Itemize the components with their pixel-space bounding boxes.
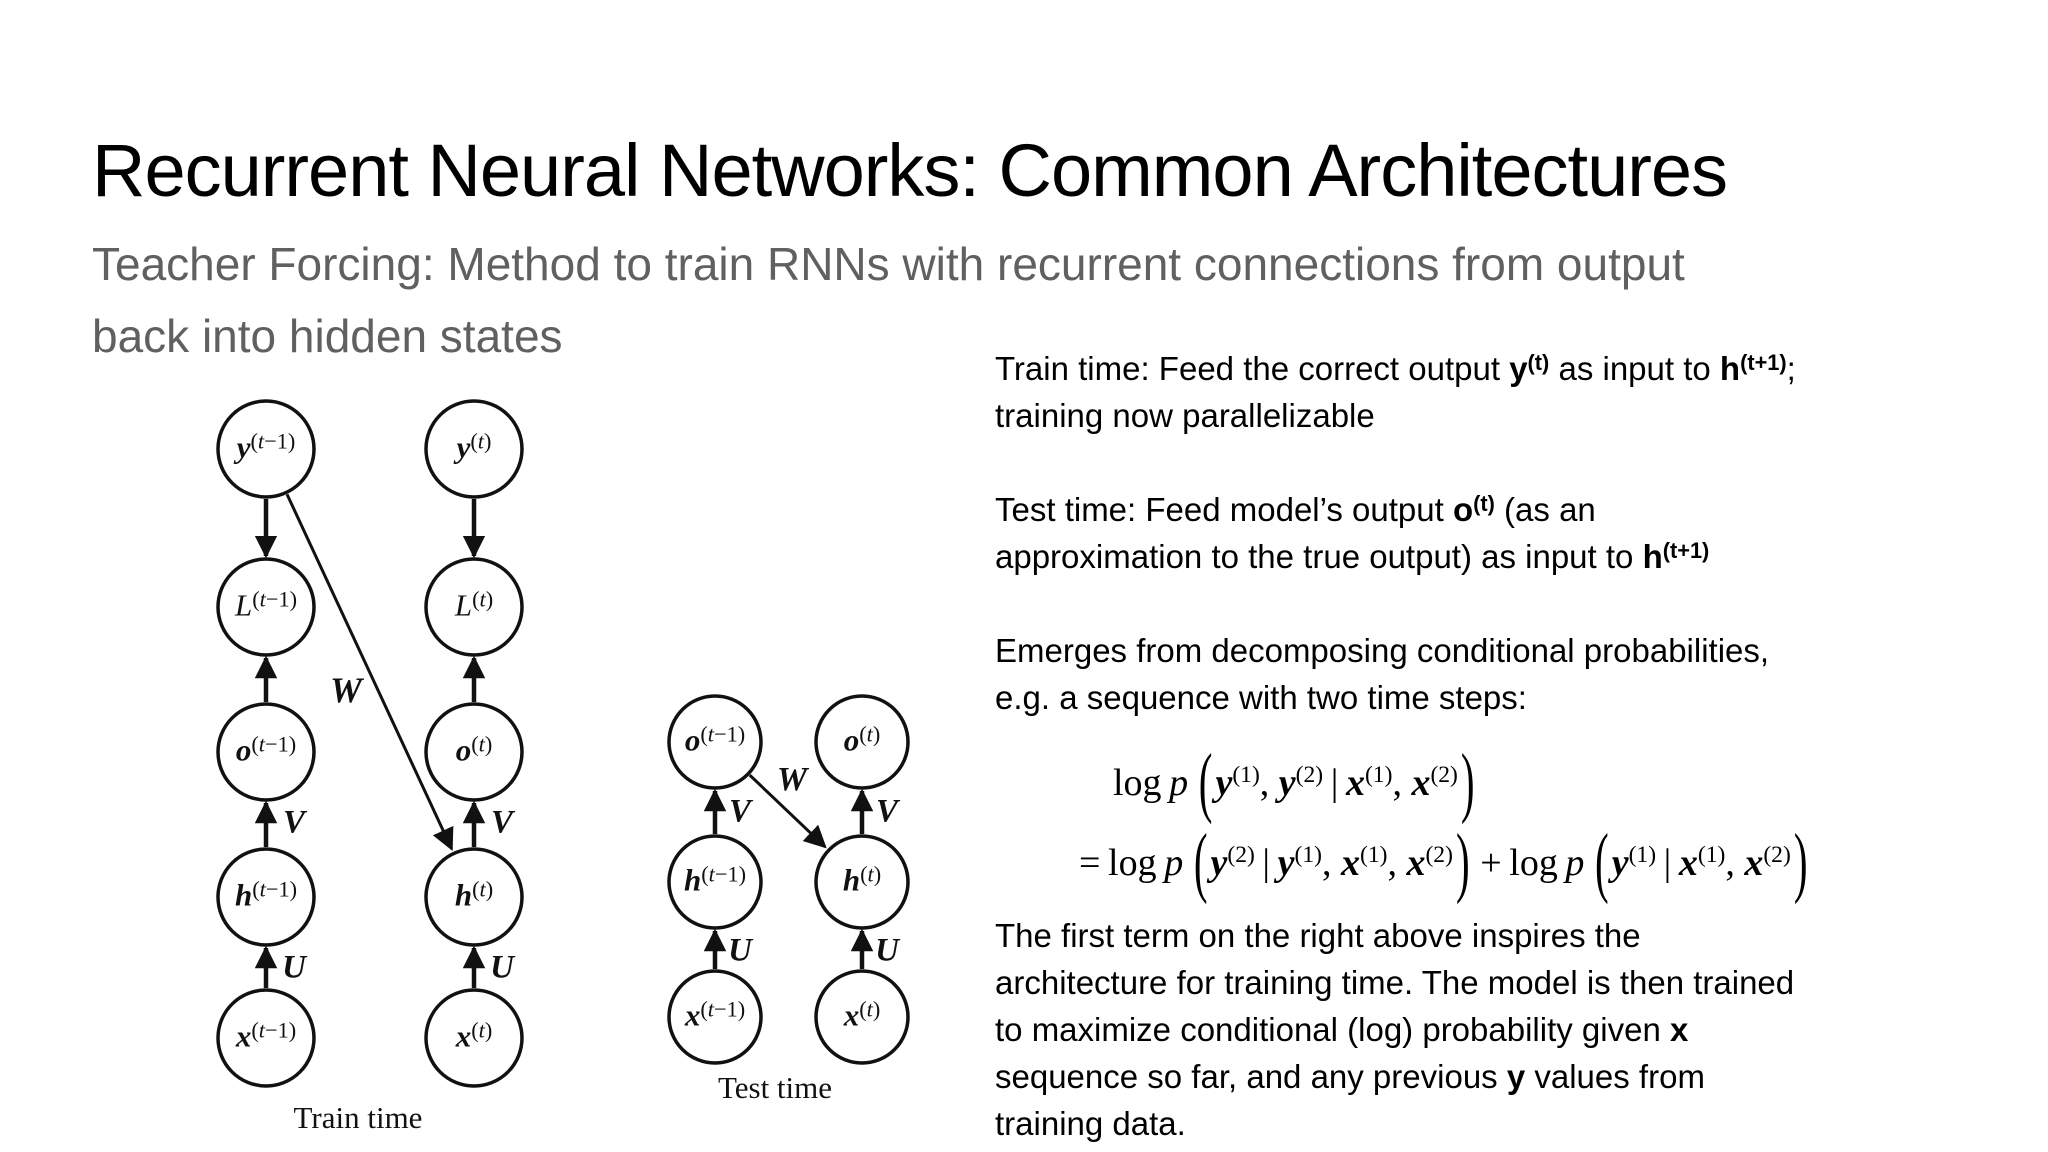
node-label-train-L2: L(t): [454, 586, 494, 623]
node-test-o1: [667, 694, 763, 790]
slide-subtitle: Teacher Forcing: Method to train RNNs wi…: [92, 238, 1685, 362]
diagram-train: y(t−1) y(t) L(t−1) L(t) o(t−1) o(t) h(t−1) h(t)…: [180, 395, 600, 1152]
right-column: Train time: Feed the correct output y(t)…: [995, 345, 2025, 1147]
diagram-caption-test: Test time: [717, 1070, 833, 1105]
node-train-h2: [424, 847, 524, 947]
node-test-h1: [667, 834, 763, 930]
node-label-train-h2: h(t): [454, 876, 494, 913]
node-train-o1: [216, 702, 316, 802]
node-train-o2: [424, 702, 524, 802]
node-label-train-o1: o(t−1): [235, 731, 297, 768]
edge-o1-h2: [748, 774, 827, 849]
node-label-train-x1: x(t−1): [235, 1017, 297, 1054]
node-label-train-o2: o(t): [455, 731, 493, 768]
node-label-train-y1: y(t−1): [236, 428, 296, 465]
node-train-h1: [216, 847, 316, 947]
node-label-train-L1: L(t−1): [234, 586, 298, 623]
node-label-test-h1: h(t−1): [683, 861, 747, 898]
node-train-L1: [216, 557, 316, 657]
diagram-canvas-train: [216, 399, 524, 1088]
node-label-train-x2: x(t): [455, 1017, 493, 1054]
node-train-x1: [216, 988, 316, 1088]
node-label-train-y2: y(t): [456, 428, 492, 465]
edge-label-train-U-3: U: [282, 949, 306, 986]
node-label-test-o1: o(t−1): [684, 721, 746, 758]
train-time-note: Train time: Feed the correct output y(t)…: [995, 349, 1796, 434]
edge-label-train-W-0: W: [329, 670, 363, 710]
edge-label-train-V-1: V: [282, 804, 306, 841]
test-time-note: Test time: Feed model’s output o(t) (as …: [995, 490, 1710, 575]
node-test-o2: [814, 694, 910, 790]
node-train-y1: [216, 399, 316, 499]
edge-label-train-V-2: V: [490, 804, 514, 841]
node-test-x1: [667, 969, 763, 1065]
emerges-note: Emerges from decomposing conditional pro…: [995, 632, 1770, 716]
node-label-test-h2: h(t): [842, 861, 882, 898]
diagram-canvas-test: [667, 694, 910, 1065]
formula-block: log p (y(1), y(2) | x(1), x(2)) = log p …: [995, 737, 2025, 905]
edge-label-test-U-4: U: [875, 932, 899, 969]
edge-label-test-V-2: V: [875, 793, 899, 830]
node-train-y2: [424, 399, 524, 499]
closing-note: The first term on the right above inspir…: [995, 917, 1795, 1142]
formula-line-1: log p (y(1), y(2) | x(1), x(2)): [1113, 737, 1475, 825]
edge-label-test-V-1: V: [728, 793, 752, 830]
node-train-x2: [424, 988, 524, 1088]
formula-line-2: = log p (y(2) | y(1), x(1), x(2)) + log …: [1079, 817, 1808, 905]
page-title: Recurrent Neural Networks: Common Archit…: [92, 129, 1728, 212]
edge-label-train-U-4: U: [490, 949, 514, 986]
edge-label-test-U-3: U: [728, 932, 752, 969]
node-test-h2: [814, 834, 910, 930]
edge-label-test-W-0: W: [776, 761, 808, 798]
node-label-test-x1: x(t−1): [684, 996, 746, 1033]
diagram-caption-train: Train time: [293, 1100, 423, 1135]
edge-y1-h2: [285, 493, 454, 851]
node-label-test-o2: o(t): [843, 721, 881, 758]
node-label-test-x2: x(t): [843, 996, 881, 1033]
node-train-L2: [424, 557, 524, 657]
node-test-x2: [814, 969, 910, 1065]
node-label-train-h1: h(t−1): [234, 876, 298, 913]
